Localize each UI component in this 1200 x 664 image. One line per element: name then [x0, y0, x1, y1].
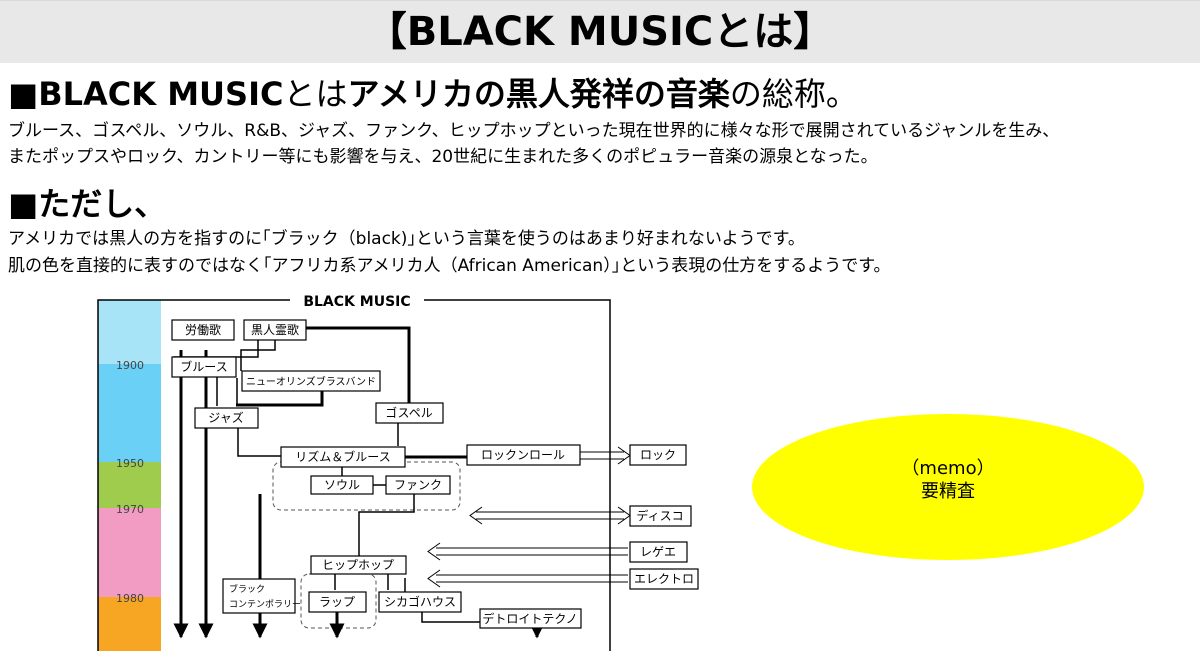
- box-hip-hop: [310, 555, 407, 575]
- timeline-band-1970: [98, 508, 161, 597]
- label-funk: ファンク: [394, 478, 442, 492]
- timeline: 1900 1950 1970 1980: [98, 300, 161, 651]
- label-rock: ロック: [640, 448, 676, 462]
- label-rap: ラップ: [319, 595, 355, 609]
- page-title: 【BLACK MUSICとは】: [366, 9, 834, 55]
- diagram-title: BLACK MUSIC: [303, 294, 410, 310]
- box-electro: [629, 568, 699, 590]
- box-rock-n-roll: [466, 444, 581, 466]
- label-rock-n-roll: ロックンロール: [481, 448, 565, 462]
- box-gospel: [375, 402, 444, 424]
- box-spiritual: [243, 319, 307, 341]
- label-black-contemporary-1: ブラック: [229, 583, 265, 595]
- timeline-band-1980: [98, 597, 161, 651]
- box-labels: 労働歌 黒人霊歌 ブルース ニューオリンズブラスバンド ジャズ ゴスペル リズム…: [180, 322, 694, 626]
- heading-origin: アメリカの黒人発祥の音楽: [347, 75, 730, 113]
- label-work-song: 労働歌: [185, 322, 221, 337]
- year-1900: 1900: [116, 359, 144, 372]
- box-new-orleans: [241, 370, 381, 392]
- title-bar: 【BLACK MUSICとは】: [0, 0, 1200, 63]
- year-1950: 1950: [116, 457, 144, 470]
- box-work-song: [171, 319, 235, 341]
- section2-line1: アメリカでは黒人の方を指すのに｢ブラック（black)｣という言葉を使うのはあま…: [8, 229, 805, 249]
- label-detroit-techno: デトロイトテクノ: [482, 611, 577, 626]
- box-rnb: [280, 446, 406, 468]
- label-rnb: リズム＆ブルース: [295, 449, 390, 464]
- section1-line2: またポップスやロック、カントリー等にも影響を与え、20世紀に生まれた多くのポピュ…: [8, 147, 878, 167]
- box-soul: [310, 475, 374, 495]
- box-reggae: [629, 541, 688, 563]
- box-rock: [629, 444, 687, 466]
- label-jazz: ジャズ: [208, 410, 243, 425]
- memo-title: （memo）: [901, 458, 995, 479]
- label-disco: ディスコ: [636, 508, 683, 523]
- box-disco: [629, 505, 692, 527]
- section1-heading: ■BLACK MUSICとはアメリカの黒人発祥の音楽の総称。: [8, 74, 858, 114]
- connectors: [173, 326, 545, 639]
- memo-subtitle: 要精査: [921, 481, 975, 502]
- box-jazz: [194, 407, 259, 429]
- label-soul: ソウル: [324, 478, 360, 492]
- box-rap: [308, 591, 367, 613]
- genre-boxes: [171, 319, 699, 629]
- label-spiritual: 黒人霊歌: [251, 322, 299, 337]
- label-hip-hop: ヒップホップ: [322, 558, 394, 572]
- diagram-frame: [97, 299, 611, 651]
- timeline-band-1950: [98, 462, 161, 508]
- box-detroit-techno: [479, 608, 582, 629]
- label-reggae: レゲエ: [640, 545, 676, 559]
- heading-generic-name: の総称。: [729, 75, 858, 113]
- box-funk: [385, 475, 451, 495]
- box-blues: [171, 356, 237, 378]
- heading-black-music: BLACK MUSIC: [38, 75, 284, 113]
- memo-bubble: （memo） 要精査: [752, 414, 1144, 560]
- timeline-band-1900: [98, 364, 161, 462]
- label-chicago-house: シカゴハウス: [384, 594, 456, 609]
- section1-line1: ブルース、ゴスペル、ソウル、R&B、ジャズ、ファンク、ヒップホップといった現在世…: [8, 121, 1060, 141]
- label-new-orleans: ニューオリンズブラスバンド: [246, 375, 376, 388]
- timeline-band-pre1900: [98, 300, 161, 364]
- label-electro: エレクトロ: [634, 572, 694, 586]
- label-blues: ブルース: [180, 359, 227, 374]
- box-black-contemporary: [222, 578, 296, 614]
- label-black-contemporary-2: コンテンポラリー: [229, 599, 301, 610]
- year-1970: 1970: [116, 503, 144, 516]
- outline-arrows: [427, 446, 631, 588]
- heading-marker: ■: [8, 75, 39, 113]
- box-chicago-house: [378, 591, 462, 613]
- label-gospel: ゴスペル: [385, 405, 432, 420]
- section2-line2: 肌の色を直接的に表すのではなく｢アフリカ系アメリカ人（African Ameri…: [8, 256, 891, 276]
- section2-heading: ■ただし、: [8, 185, 167, 223]
- heading-toha: とは: [283, 75, 348, 113]
- year-1980: 1980: [116, 592, 144, 605]
